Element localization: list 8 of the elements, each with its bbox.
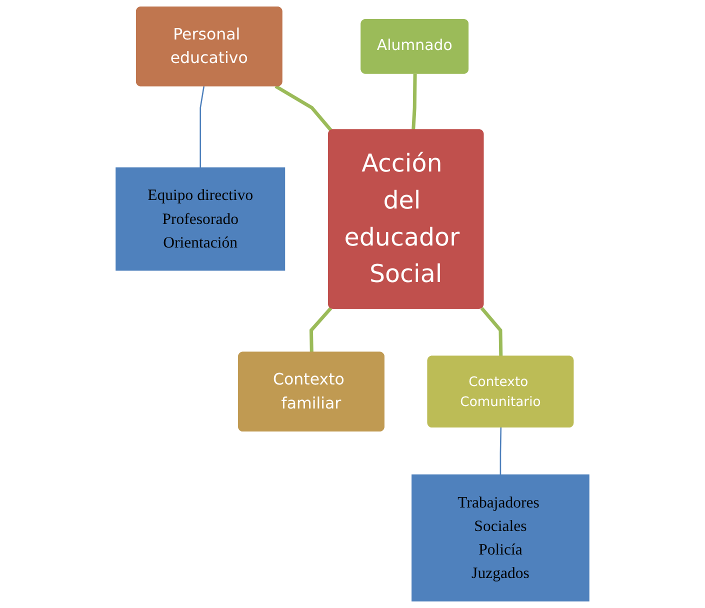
node-box: Equipo directivo Profesorado Orientación [116,167,286,271]
connector [500,428,502,475]
connector [309,306,332,353]
connector [274,84,333,132]
node-box: Trabajadores Sociales Policía Juzgados [412,474,590,602]
connector [200,86,205,168]
connector [412,74,417,130]
connector [480,306,503,357]
